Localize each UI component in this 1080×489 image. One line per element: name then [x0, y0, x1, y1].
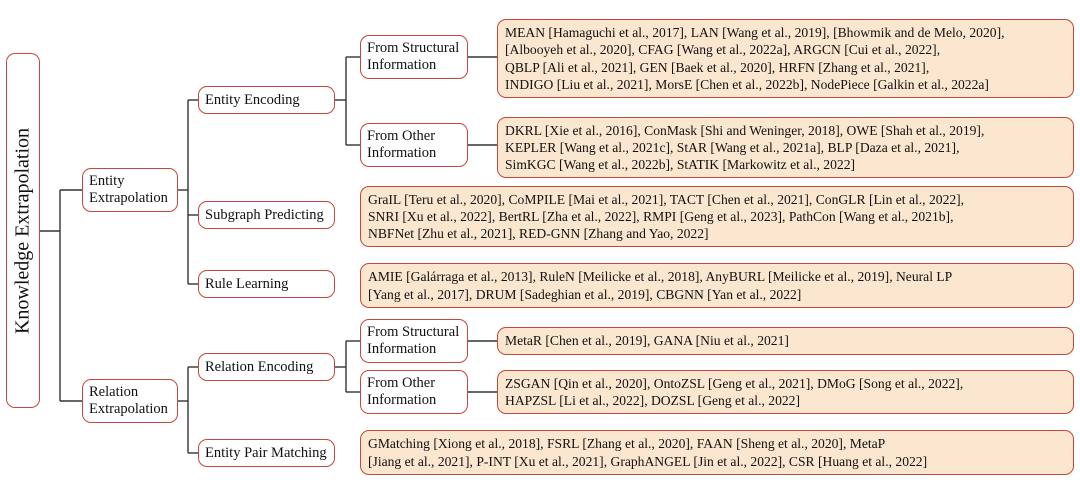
node-relation-encoding: Relation Encoding	[198, 353, 335, 381]
node-label: Rule Learning	[205, 275, 289, 292]
node-subgraph-predicting: Subgraph Predicting	[198, 201, 335, 229]
leaf-text: MetaR [Chen et al., 2019], GANA [Niu et …	[505, 333, 789, 349]
node-label: From Other Information	[367, 375, 437, 408]
node-from-other-information-entity: From Other Information	[360, 123, 468, 167]
node-label: Entity Extrapolation	[89, 173, 168, 206]
leaf-text: AMIE [Galárraga et al., 2013], RuleN [Me…	[368, 269, 953, 302]
leaf-entity-other-methods: DKRL [Xie et al., 2016], ConMask [Shi an…	[497, 117, 1074, 178]
node-label: Subgraph Predicting	[205, 206, 324, 223]
node-from-structural-information-entity: From Structural Information	[360, 35, 468, 79]
node-entity-encoding: Entity Encoding	[198, 86, 335, 114]
root-label: Knowledge Extrapolation	[11, 127, 34, 334]
node-relation-extrapolation: Relation Extrapolation	[82, 379, 178, 423]
node-rule-learning: Rule Learning	[198, 270, 335, 298]
leaf-rule-learning-methods: AMIE [Galárraga et al., 2013], RuleN [Me…	[360, 263, 1074, 308]
leaf-text: MEAN [Hamaguchi et al., 2017], LAN [Wang…	[505, 25, 1005, 92]
leaf-text: GMatching [Xiong et al., 2018], FSRL [Zh…	[368, 436, 928, 469]
root-node: Knowledge Extrapolation	[6, 53, 40, 408]
node-label: Relation Extrapolation	[89, 384, 168, 417]
leaf-relation-other-methods: ZSGAN [Qin et al., 2020], OntoZSL [Geng …	[497, 370, 1074, 414]
node-label: From Structural Information	[367, 324, 460, 357]
leaf-text: DKRL [Xie et al., 2016], ConMask [Shi an…	[505, 122, 985, 173]
leaf-text: GraIL [Teru et al., 2020], CoMPILE [Mai …	[368, 191, 965, 242]
node-entity-pair-matching: Entity Pair Matching	[198, 439, 335, 467]
node-label: Entity Pair Matching	[205, 444, 327, 461]
node-label: Entity Encoding	[205, 91, 300, 108]
node-entity-extrapolation: Entity Extrapolation	[82, 168, 178, 212]
node-from-structural-information-relation: From Structural Information	[360, 319, 468, 363]
leaf-entity-structural-methods: MEAN [Hamaguchi et al., 2017], LAN [Wang…	[497, 19, 1074, 98]
leaf-relation-structural-methods: MetaR [Chen et al., 2019], GANA [Niu et …	[497, 327, 1074, 355]
node-from-other-information-relation: From Other Information	[360, 370, 468, 414]
node-label: From Other Information	[367, 128, 437, 161]
leaf-subgraph-predicting-methods: GraIL [Teru et al., 2020], CoMPILE [Mai …	[360, 186, 1074, 247]
node-label: Relation Encoding	[205, 358, 314, 375]
leaf-text: ZSGAN [Qin et al., 2020], OntoZSL [Geng …	[505, 375, 964, 408]
node-label: From Structural Information	[367, 40, 460, 73]
leaf-entity-pair-matching-methods: GMatching [Xiong et al., 2018], FSRL [Zh…	[360, 430, 1074, 475]
